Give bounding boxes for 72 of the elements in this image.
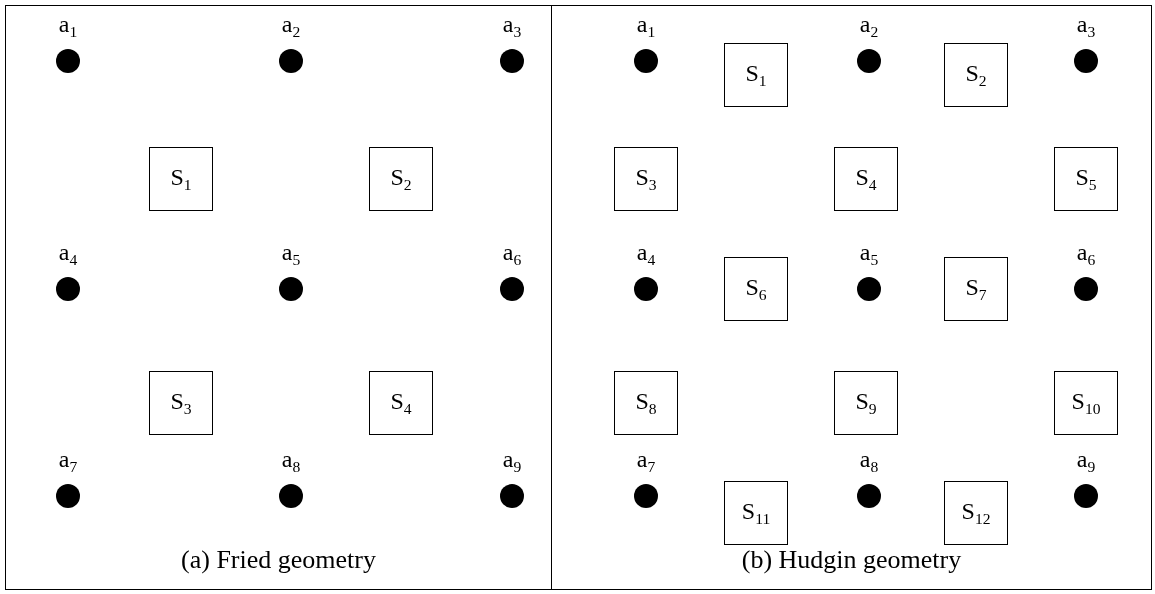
actuator-label: a$_{5}$ (281, 239, 301, 269)
sensor-dot (500, 49, 524, 73)
sensor-dot (857, 277, 881, 301)
sensor-label: S$_{8}$ (635, 388, 657, 418)
panel-frame (5, 5, 552, 590)
sensor-label: S$_{3}$ (170, 388, 192, 418)
sensor-label: S$_{11}$ (741, 498, 771, 528)
actuator-label: a$_{3}$ (1076, 11, 1096, 41)
panel-frame (551, 5, 1152, 590)
sensor-label: S$_{1}$ (170, 164, 192, 194)
actuator-label: a$_{4}$ (636, 239, 656, 269)
sensor-box (724, 43, 788, 107)
sensor-dot (56, 277, 80, 301)
sensor-dot (1074, 277, 1098, 301)
sensor-label: S$_{7}$ (965, 274, 987, 304)
actuator-label: a$_{9}$ (502, 446, 522, 476)
sensor-dot (56, 49, 80, 73)
sensor-dot (857, 484, 881, 508)
actuator-label: a$_{6}$ (502, 239, 522, 269)
panel-caption: (b) Hudgin geometry (741, 545, 962, 575)
sensor-label: S$_{4}$ (855, 164, 877, 194)
sensor-label: S$_{2}$ (965, 60, 987, 90)
panel-caption: (a) Fried geometry (181, 545, 376, 575)
actuator-label: a$_{6}$ (1076, 239, 1096, 269)
actuator-label: a$_{2}$ (281, 11, 301, 41)
sensor-label: S$_{10}$ (1071, 388, 1101, 418)
sensor-label: S$_{5}$ (1075, 164, 1097, 194)
sensor-label: S$_{1}$ (745, 60, 767, 90)
sensor-dot (634, 277, 658, 301)
sensor-box (369, 371, 433, 435)
sensor-box (944, 257, 1008, 321)
sensor-box (724, 481, 788, 545)
sensor-box (614, 371, 678, 435)
sensor-label: S$_{6}$ (745, 274, 767, 304)
sensor-box (834, 147, 898, 211)
sensor-label: S$_{2}$ (390, 164, 412, 194)
sensor-dot (634, 49, 658, 73)
sensor-dot (500, 484, 524, 508)
sensor-dot (1074, 49, 1098, 73)
actuator-label: a$_{3}$ (502, 11, 522, 41)
sensor-dot (500, 277, 524, 301)
sensor-box (614, 147, 678, 211)
sensor-dot (279, 277, 303, 301)
sensor-dot (1074, 484, 1098, 508)
sensor-box (944, 481, 1008, 545)
sensor-dot (279, 484, 303, 508)
sensor-label: S$_{12}$ (961, 498, 991, 528)
actuator-label: a$_{7}$ (58, 446, 78, 476)
sensor-dot (634, 484, 658, 508)
sensor-box (724, 257, 788, 321)
sensor-label: S$_{9}$ (855, 388, 877, 418)
actuator-label: a$_{8}$ (859, 446, 879, 476)
sensor-box (369, 147, 433, 211)
sensor-box (944, 43, 1008, 107)
actuator-label: a$_{2}$ (859, 11, 879, 41)
sensor-box (834, 371, 898, 435)
sensor-dot (56, 484, 80, 508)
sensor-box (1054, 147, 1118, 211)
actuator-label: a$_{8}$ (281, 446, 301, 476)
actuator-label: a$_{7}$ (636, 446, 656, 476)
sensor-label: S$_{4}$ (390, 388, 412, 418)
actuator-label: a$_{4}$ (58, 239, 78, 269)
sensor-dot (857, 49, 881, 73)
actuator-label: a$_{1}$ (58, 11, 78, 41)
sensor-label: S$_{3}$ (635, 164, 657, 194)
sensor-box (1054, 371, 1118, 435)
actuator-label: a$_{5}$ (859, 239, 879, 269)
actuator-label: a$_{1}$ (636, 11, 656, 41)
actuator-label: a$_{9}$ (1076, 446, 1096, 476)
sensor-box (149, 147, 213, 211)
sensor-dot (279, 49, 303, 73)
sensor-box (149, 371, 213, 435)
